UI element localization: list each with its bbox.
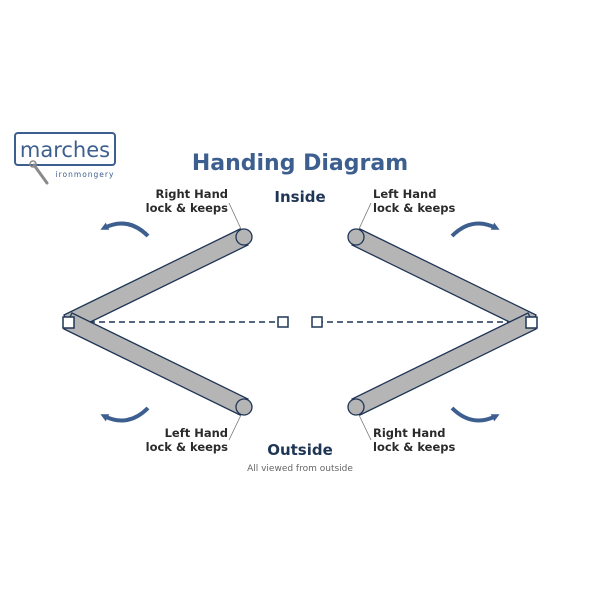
right-hinge xyxy=(525,316,538,329)
label-top-left: Right Hand lock & keeps xyxy=(146,187,229,215)
swing-arrow-top-right xyxy=(450,221,500,238)
leader-bottom-left xyxy=(228,414,242,441)
right-center-marker xyxy=(311,316,323,328)
label-bottom-right-line2: lock & keeps xyxy=(373,440,456,454)
marches-logo: marches ironmongery xyxy=(14,132,116,185)
label-top-left-line1: Right Hand xyxy=(155,187,228,201)
left-center-marker xyxy=(277,316,289,328)
page-title: Handing Diagram xyxy=(192,151,408,176)
door-top-right xyxy=(347,228,537,332)
swing-arrow-top-left xyxy=(100,221,150,238)
swing-arrow-bottom-left xyxy=(100,406,150,423)
leader-bottom-right xyxy=(358,414,372,441)
leader-top-right xyxy=(358,202,372,230)
label-bottom-right: Right Hand lock & keeps xyxy=(373,426,456,454)
logo-name: marches xyxy=(20,138,110,162)
label-bottom-left-line2: lock & keeps xyxy=(146,440,229,454)
label-top-right: Left Hand lock & keeps xyxy=(373,187,456,215)
label-top-right-line2: lock & keeps xyxy=(373,201,456,215)
logo-tagline: ironmongery xyxy=(56,170,115,179)
door-bottom-right xyxy=(347,312,537,416)
label-top-left-line2: lock & keeps xyxy=(146,201,229,215)
key-icon xyxy=(32,163,49,185)
leader-top-left xyxy=(228,202,242,230)
label-bottom-left: Left Hand lock & keeps xyxy=(146,426,229,454)
inside-label: Inside xyxy=(274,188,325,206)
swing-arrow-bottom-right xyxy=(450,406,500,423)
label-bottom-left-line1: Left Hand xyxy=(165,426,228,440)
label-bottom-right-line1: Right Hand xyxy=(373,426,446,440)
door-bottom-left xyxy=(63,312,253,416)
left-hinge xyxy=(62,316,75,329)
label-top-right-line1: Left Hand xyxy=(373,187,436,201)
outside-label: Outside xyxy=(267,441,333,459)
footnote: All viewed from outside xyxy=(247,464,353,474)
door-top-left xyxy=(63,228,253,332)
